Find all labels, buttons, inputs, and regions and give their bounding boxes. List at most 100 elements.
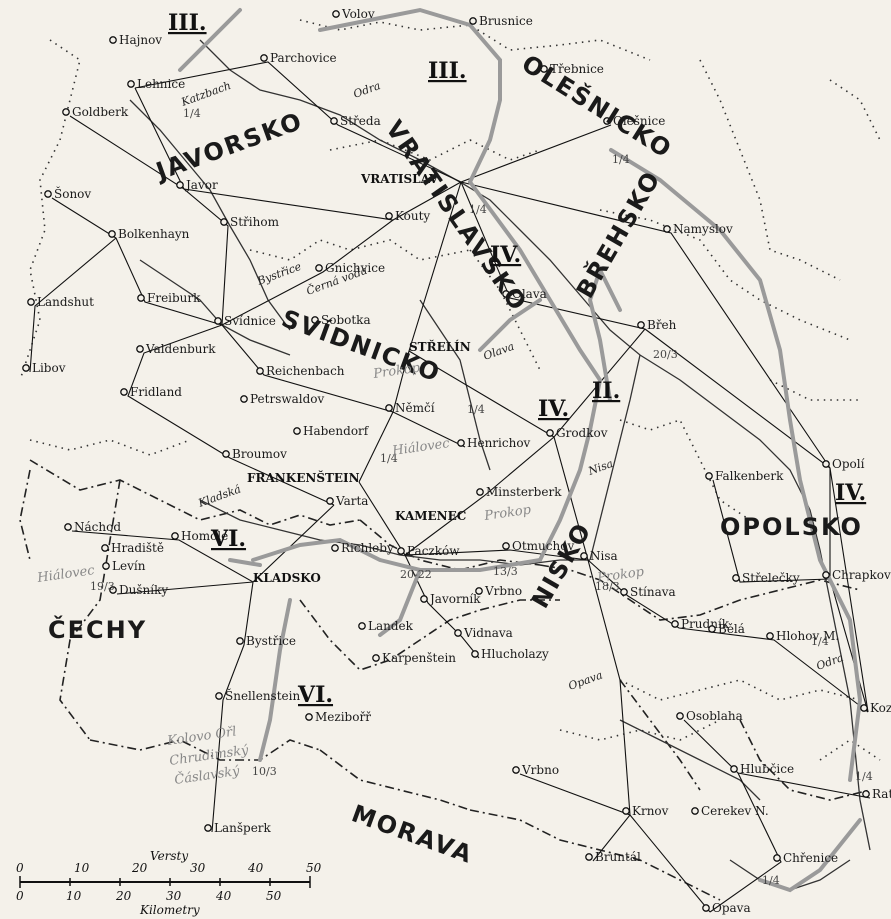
roads — [29, 61, 871, 913]
town-dot — [502, 542, 510, 550]
town-marker: Němčí — [385, 401, 435, 415]
town-dot — [102, 562, 110, 570]
scale-title-bottom: Kilometry — [139, 903, 200, 917]
town-label: Parchovice — [270, 51, 337, 65]
town-dot — [671, 620, 679, 628]
town-dot — [471, 650, 479, 658]
town-label: Chrapkovice — [832, 568, 891, 582]
town-dot — [708, 625, 716, 633]
town-dot — [64, 523, 72, 531]
town-marker: Javor — [176, 178, 218, 192]
rivers — [129, 39, 871, 891]
town-label: Kozlí — [870, 701, 891, 715]
town-dot — [469, 17, 477, 25]
town-label: Bělá — [718, 622, 745, 636]
town-label: Habendorf — [303, 424, 370, 438]
scale-tick-bottom: 10 — [66, 889, 82, 903]
town-label: Němčí — [395, 401, 435, 415]
town-marker: Paczków — [397, 544, 460, 558]
town-dot — [603, 117, 611, 125]
town-dot — [385, 212, 393, 220]
town-dot — [585, 853, 593, 861]
town-marker: Lehnice — [127, 77, 185, 91]
town-label: Richleby — [341, 541, 394, 555]
town-label: Vrbno — [484, 584, 522, 598]
town-label: Vidnava — [463, 626, 513, 640]
town-dot — [236, 637, 244, 645]
town-marker: Šonov — [44, 185, 91, 201]
town-label: Nisa — [590, 549, 618, 563]
town-dot — [109, 36, 117, 44]
town-marker: Prudník — [671, 617, 730, 631]
town-label: Volov — [341, 7, 375, 21]
town-marker: Karpenštein — [372, 651, 456, 665]
town-dot — [702, 904, 710, 912]
date-fraction: 19/3 — [90, 580, 115, 593]
corps-numeral: III. — [168, 10, 207, 36]
town-marker: Hradiště — [101, 541, 164, 555]
town-marker: Parchovice — [260, 51, 337, 65]
town-label: Vrbno — [521, 763, 559, 777]
town-label: Sobotka — [321, 313, 371, 327]
town-marker: Otmuchov — [502, 539, 574, 553]
town-dot — [108, 230, 116, 238]
town-label: Střihom — [230, 215, 280, 229]
town-dot — [822, 460, 830, 468]
town-label: Šonov — [54, 185, 91, 201]
town-marker: Vrbno — [475, 584, 522, 598]
town-label: Fridland — [130, 385, 182, 399]
town-label: Kouty — [395, 209, 430, 223]
town-label: Libov — [32, 361, 66, 375]
handwritten-note: Prokop — [595, 564, 645, 586]
scale-title-top: Versty — [150, 849, 188, 863]
town-marker: Brusnice — [469, 14, 533, 28]
town-label: Mezibořř — [315, 710, 371, 724]
date-fraction: 13/3 — [493, 565, 518, 578]
town-marker: Broumov — [222, 447, 287, 461]
dashed-borders — [19, 459, 871, 901]
town-label: Petrswaldov — [250, 392, 325, 406]
town-marker: Varta — [326, 494, 368, 508]
town-label: Bystřice — [246, 634, 296, 648]
town-marker: Opolí — [822, 457, 865, 471]
town-dot — [330, 117, 338, 125]
town-dot — [454, 629, 462, 637]
town-marker: Bolkenhayn — [108, 227, 190, 241]
town-label: Šnellenstein — [225, 687, 300, 703]
date-fraction: 18/3 — [595, 580, 620, 593]
town-label: Hlubčice — [740, 762, 794, 776]
town-dot — [260, 54, 268, 62]
town-label: Karpenštein — [382, 651, 456, 665]
town-label: Javor — [184, 178, 218, 192]
town-label: Středa — [340, 114, 381, 128]
scale-tick-bottom: 0 — [16, 889, 24, 903]
town-marker: Landek — [358, 619, 414, 633]
town-marker: Minsterberk — [476, 485, 562, 499]
town-marker: Libov — [22, 361, 66, 375]
town-label: Hradiště — [111, 541, 164, 555]
date-fraction: 1/4 — [855, 770, 873, 783]
town-dot — [385, 404, 393, 412]
town-dot — [397, 547, 405, 555]
town-label: Otmuchov — [512, 539, 574, 553]
town-label: Javorník — [428, 592, 481, 606]
town-marker: Petrswaldov — [240, 392, 325, 406]
town-label: Prudník — [681, 617, 730, 631]
town-dot — [305, 713, 313, 721]
town-marker: Mezibořř — [305, 710, 371, 724]
town-label: Olava — [512, 287, 547, 301]
town-dot — [457, 439, 465, 447]
town-label: Valdenburk — [145, 342, 216, 356]
town-dot — [822, 571, 830, 579]
town-dot — [622, 807, 630, 815]
town-marker: Třebnice — [540, 62, 604, 76]
town-label: Lehnice — [137, 77, 185, 91]
date-fraction: 10/3 — [252, 765, 277, 778]
town-label: Bolkenhayn — [118, 227, 190, 241]
town-label: Krnov — [632, 804, 669, 818]
town-dot — [171, 532, 179, 540]
town-dot — [120, 388, 128, 396]
scale-tick-bottom: 20 — [115, 889, 132, 903]
